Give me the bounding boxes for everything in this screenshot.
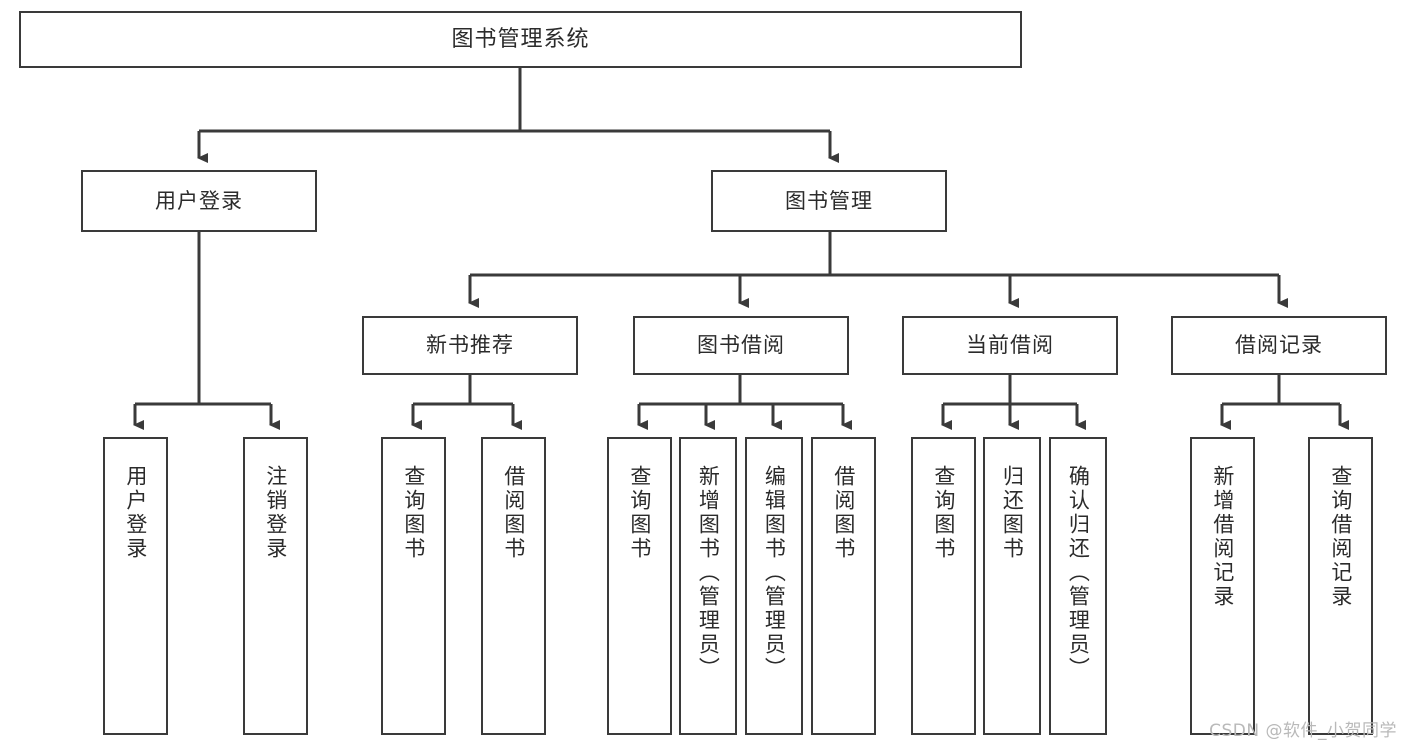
node-label: 查询借阅记录 bbox=[1328, 465, 1353, 609]
node-label: 新增图书（管理员） bbox=[696, 465, 721, 681]
node-label: 查询图书 bbox=[931, 465, 956, 561]
leaf-new-book-query[interactable]: 查询图书 bbox=[381, 437, 446, 735]
node-book-management[interactable]: 图书管理 bbox=[711, 170, 947, 232]
node-root-library-management-system[interactable]: 图书管理系统 bbox=[19, 11, 1022, 68]
node-label: 借阅图书 bbox=[831, 465, 856, 561]
node-label: 注销登录 bbox=[263, 465, 288, 561]
node-borrow-records[interactable]: 借阅记录 bbox=[1171, 316, 1387, 375]
node-label: 用户登录 bbox=[155, 188, 243, 213]
node-label: 借阅图书 bbox=[501, 465, 526, 561]
node-label: 借阅记录 bbox=[1235, 333, 1323, 357]
node-new-book-recommendation[interactable]: 新书推荐 bbox=[362, 316, 578, 375]
leaf-user-login-signin[interactable]: 用户登录 bbox=[103, 437, 168, 735]
node-label: 编辑图书（管理员） bbox=[762, 465, 787, 681]
leaf-new-book-borrow[interactable]: 借阅图书 bbox=[481, 437, 546, 735]
node-label: 图书管理 bbox=[785, 188, 873, 213]
leaf-borrow-query-book[interactable]: 查询图书 bbox=[607, 437, 672, 735]
node-current-borrowing[interactable]: 当前借阅 bbox=[902, 316, 1118, 375]
leaf-current-query-book[interactable]: 查询图书 bbox=[911, 437, 976, 735]
watermark-text: CSDN @软件_小贺同学 bbox=[1209, 721, 1397, 741]
node-label: 用户登录 bbox=[123, 465, 148, 561]
node-label: 查询图书 bbox=[401, 465, 426, 561]
leaf-current-return-book[interactable]: 归还图书 bbox=[983, 437, 1041, 735]
node-book-borrowing[interactable]: 图书借阅 bbox=[633, 316, 849, 375]
node-label: 图书借阅 bbox=[697, 333, 785, 357]
node-label: 查询图书 bbox=[627, 465, 652, 561]
leaf-record-add-borrow-record[interactable]: 新增借阅记录 bbox=[1190, 437, 1255, 735]
leaf-borrow-borrow-book[interactable]: 借阅图书 bbox=[811, 437, 876, 735]
node-label: 当前借阅 bbox=[966, 333, 1054, 357]
node-user-login[interactable]: 用户登录 bbox=[81, 170, 317, 232]
node-label: 新增借阅记录 bbox=[1210, 465, 1235, 609]
leaf-borrow-edit-book-admin[interactable]: 编辑图书（管理员） bbox=[745, 437, 803, 735]
node-label: 新书推荐 bbox=[426, 333, 514, 357]
leaf-user-login-signout[interactable]: 注销登录 bbox=[243, 437, 308, 735]
leaf-record-query-borrow-record[interactable]: 查询借阅记录 bbox=[1308, 437, 1373, 735]
leaf-current-confirm-return-admin[interactable]: 确认归还（管理员） bbox=[1049, 437, 1107, 735]
node-label: 归还图书 bbox=[1000, 465, 1025, 561]
node-label: 图书管理系统 bbox=[451, 26, 590, 52]
node-label: 确认归还（管理员） bbox=[1066, 465, 1091, 681]
leaf-borrow-add-book-admin[interactable]: 新增图书（管理员） bbox=[679, 437, 737, 735]
